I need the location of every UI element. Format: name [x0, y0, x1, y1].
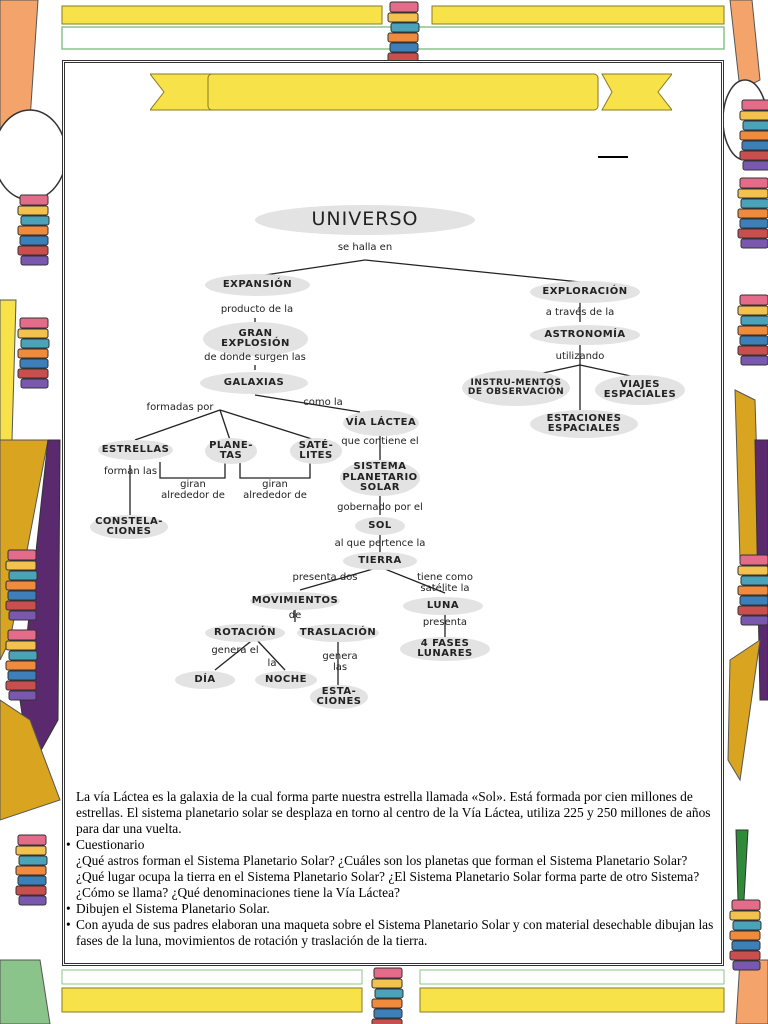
link-se-halla-en: se halla en — [337, 242, 393, 253]
short-dash-line — [598, 156, 628, 158]
link-tiene-como-satelite-la: tiene como satélite la — [417, 572, 473, 594]
node-gran-explosion: GRAN EXPLOSIÓN — [203, 322, 308, 356]
node-astronomia: ASTRONOMÍA — [530, 325, 640, 345]
bullet-dibujen: Dibujen el Sistema Planetario Solar. — [66, 901, 716, 917]
link-de-donde-surgen-las: de donde surgen las — [204, 352, 306, 363]
node-tierra: TIERRA — [343, 552, 417, 570]
bullet-maqueta: Con ayuda de sus padres elaboran una maq… — [66, 917, 716, 949]
title-ribbon — [150, 73, 672, 111]
link-formadas-por: formadas por — [146, 402, 214, 413]
node-dia: DÍA — [175, 671, 235, 689]
link-presenta-dos: presenta dos — [292, 572, 358, 583]
node-via-lactea: VÍA LÁCTEA — [343, 410, 419, 436]
text-block: La vía Láctea es la galaxia de la cual f… — [66, 789, 716, 949]
node-sistema-planetario-solar: SISTEMA PLANETARIO SOLAR — [340, 460, 420, 496]
node-sol: SOL — [355, 517, 405, 535]
node-estrellas: ESTRELLAS — [98, 440, 173, 460]
link-genera-el: genera el — [211, 645, 259, 656]
link-gobernado-por-el: gobernado por el — [337, 502, 423, 513]
node-exploracion: EXPLORACIÓN — [530, 281, 640, 303]
link-de: de — [288, 610, 302, 621]
link-producto-de-la: producto de la — [220, 304, 294, 315]
node-expansion: EXPANSIÓN — [205, 274, 310, 296]
bullet-cuestionario-title: Cuestionario — [66, 837, 716, 853]
node-estaciones: ESTA-CIONES — [310, 685, 368, 709]
node-traslacion: TRASLACIÓN — [297, 624, 379, 642]
link-como-la: como la — [303, 397, 343, 408]
link-genera-las: genera las — [322, 651, 358, 673]
link-genera-la: la — [267, 658, 277, 669]
node-estaciones-espaciales: ESTACIONES ESPACIALES — [530, 410, 638, 438]
node-luna: LUNA — [403, 597, 483, 615]
node-instrumentos-de-observacion: INSTRU-MENTOS DE OBSERVACIÓN — [462, 370, 570, 406]
node-viajes-espaciales: VIAJES ESPACIALES — [595, 375, 685, 405]
node-noche: NOCHE — [255, 671, 317, 689]
link-a-traves-de-la: a través de la — [545, 307, 615, 318]
link-giran-alrededor-de-2: giran alrededor de — [243, 479, 307, 501]
link-utilizando: utilizando — [555, 351, 605, 362]
node-galaxias: GALAXIAS — [200, 372, 308, 394]
bullet-cuestionario-body: ¿Qué astros forman el Sistema Planetario… — [76, 853, 700, 900]
intro-paragraph: La vía Láctea es la galaxia de la cual f… — [76, 789, 711, 836]
node-4-fases-lunares: 4 FASES LUNARES — [400, 637, 490, 661]
link-que-contiene-el: que contiene el — [341, 436, 419, 447]
node-movimientos: MOVIMIENTOS — [250, 592, 340, 610]
node-satelites: SATÉ-LITES — [290, 438, 342, 464]
link-presenta: presenta — [422, 617, 468, 628]
link-giran-alrededor-de-1: giran alrededor de — [161, 479, 225, 501]
node-constelaciones: CONSTELA-CIONES — [90, 515, 168, 539]
link-forman-las: forman las — [103, 466, 158, 477]
node-universo: UNIVERSO — [255, 205, 475, 235]
link-al-que-pertence-la: al que pertence la — [334, 538, 426, 549]
node-rotacion: ROTACIÓN — [205, 624, 285, 642]
node-planetas: PLANE-TAS — [205, 438, 257, 464]
